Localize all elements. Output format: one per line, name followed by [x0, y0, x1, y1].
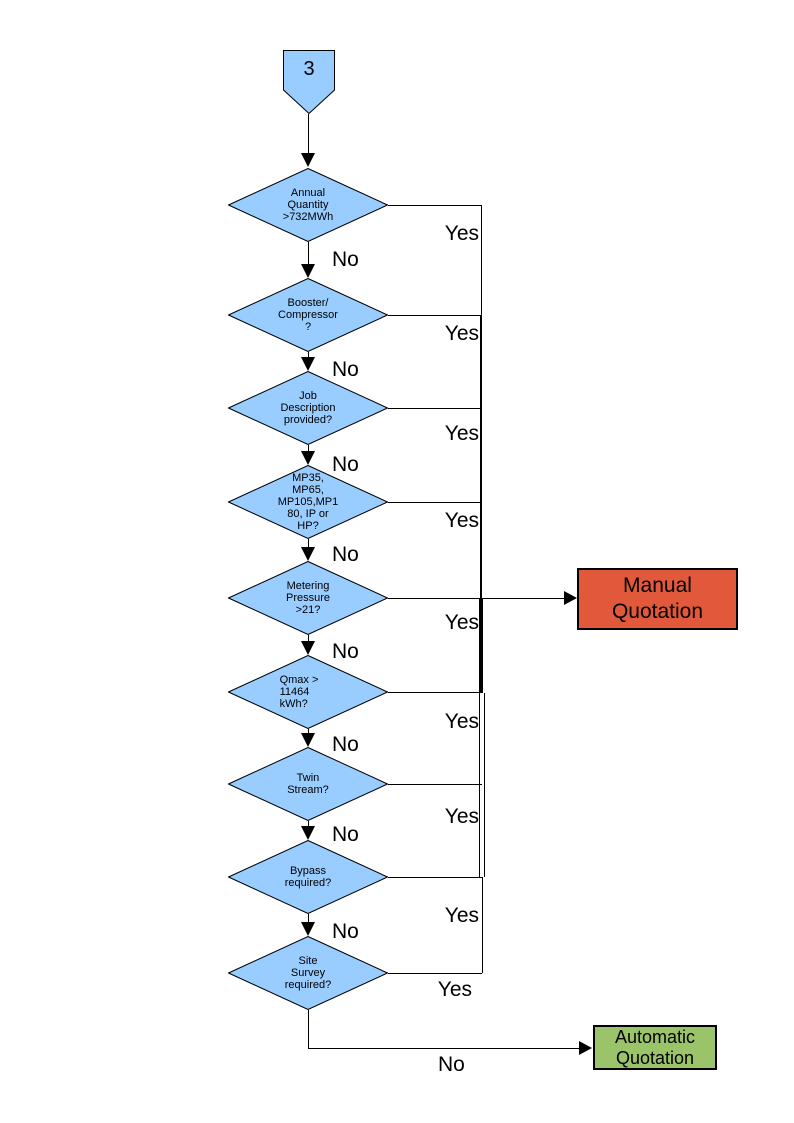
flow-line: [308, 635, 309, 643]
yes-branch-line-to-manual: [388, 598, 565, 599]
manual-quotation-box: Manual Quotation: [577, 568, 738, 630]
arrowhead-down-icon: [301, 547, 315, 561]
yes-trunk-line: [482, 877, 483, 973]
yes-branch-line: [388, 973, 482, 974]
yes-label: Yes: [444, 509, 479, 532]
yes-branch-line: [388, 692, 482, 693]
yes-trunk-line: [479, 598, 483, 693]
flow-line: [308, 242, 309, 266]
yes-branch-line: [388, 205, 482, 206]
decision-site-survey: Site Survey required?: [228, 936, 388, 1010]
arrowhead-down-icon: [301, 357, 315, 371]
arrowhead-down-icon: [301, 153, 315, 167]
yes-trunk-line: [481, 205, 482, 315]
no-label: No: [332, 640, 359, 663]
decision-label: Bypass required?: [284, 865, 332, 889]
decision-qmax: Qmax > 11464 kWh?: [228, 655, 388, 729]
arrowhead-down-icon: [301, 922, 315, 936]
arrowhead-down-icon: [301, 641, 315, 655]
no-label: No: [332, 453, 359, 476]
yes-trunk-line: [480, 315, 482, 598]
flow-line: [308, 821, 309, 828]
decision-twin-stream: Twin Stream?: [228, 747, 388, 821]
yes-label: Yes: [444, 611, 479, 634]
yes-branch-line: [388, 784, 482, 785]
no-label: No: [332, 733, 359, 756]
yes-trunk-line: [479, 693, 480, 877]
no-label: No: [332, 248, 359, 271]
arrowhead-right-icon: [579, 1041, 592, 1055]
decision-pressure-tier: MP35, MP65, MP105,MP1 80, IP or HP?: [228, 465, 388, 539]
decision-label: Annual Quantity >732MWh: [282, 187, 334, 223]
flow-line: [308, 539, 309, 549]
yes-label: Yes: [444, 222, 479, 245]
flow-line: [308, 114, 309, 156]
flow-line: [308, 914, 309, 924]
yes-label: Yes: [444, 805, 479, 828]
no-label: No: [332, 358, 359, 381]
no-branch-line: [308, 1010, 309, 1048]
flow-line: [308, 352, 309, 359]
arrowhead-down-icon: [301, 733, 315, 747]
yes-label: Yes: [444, 904, 479, 927]
no-label-final: No: [438, 1053, 465, 1076]
decision-label: Job Description provided?: [280, 390, 336, 426]
yes-label: Yes: [437, 978, 472, 1001]
yes-branch-line: [388, 877, 482, 878]
yes-branch-line: [388, 408, 482, 409]
decision-metering-pressure: Metering Pressure >21?: [228, 561, 388, 635]
no-label: No: [332, 920, 359, 943]
yes-label: Yes: [444, 322, 479, 345]
automatic-quotation-box: Automatic Quotation: [593, 1025, 717, 1070]
decision-label: Twin Stream?: [287, 772, 329, 796]
yes-trunk-line: [484, 693, 485, 877]
decision-label: Qmax > 11464 kWh?: [279, 674, 319, 710]
offpage-connector-label: 3: [303, 58, 315, 80]
yes-label: Yes: [444, 710, 479, 733]
decision-label: Metering Pressure >21?: [285, 580, 331, 616]
decision-job-description: Job Description provided?: [228, 371, 388, 445]
offpage-connector-shape: [283, 50, 335, 114]
arrowhead-down-icon: [301, 451, 315, 465]
flow-line: [308, 445, 309, 453]
decision-booster-compressor: Booster/ Compressor ?: [228, 278, 388, 352]
flow-line: [308, 729, 309, 735]
decision-bypass: Bypass required?: [228, 840, 388, 914]
yes-branch-line: [388, 502, 482, 503]
no-label: No: [332, 543, 359, 566]
arrowhead-right-icon: [564, 591, 577, 605]
offpage-connector: 3: [283, 50, 335, 114]
no-branch-line-to-automatic: [308, 1048, 579, 1049]
arrowhead-down-icon: [301, 264, 315, 278]
decision-label: Site Survey required?: [284, 955, 332, 991]
arrowhead-down-icon: [301, 826, 315, 840]
no-label: No: [332, 823, 359, 846]
yes-label: Yes: [444, 422, 479, 445]
decision-label: MP35, MP65, MP105,MP1 80, IP or HP?: [277, 472, 339, 532]
yes-branch-line: [388, 315, 482, 316]
decision-annual-quantity: Annual Quantity >732MWh: [228, 168, 388, 242]
decision-label: Booster/ Compressor ?: [278, 297, 338, 333]
